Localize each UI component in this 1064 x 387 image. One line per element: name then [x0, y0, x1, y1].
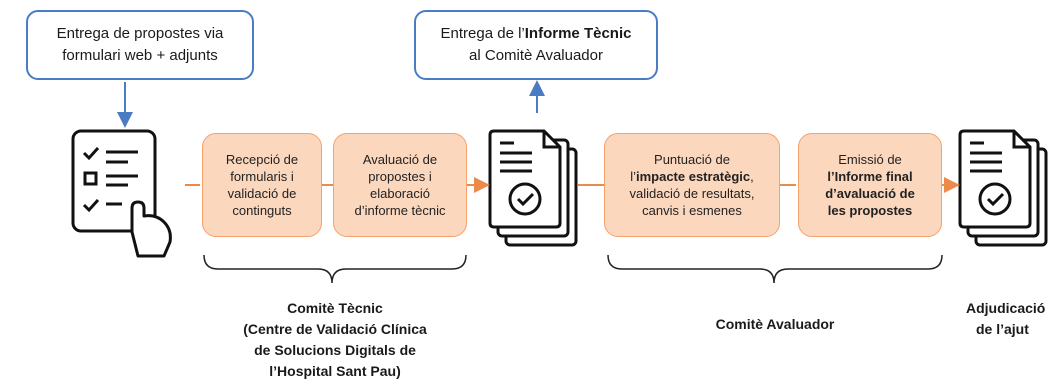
- step-line: Recepció de: [225, 152, 299, 167]
- checklist-hand-icon: [71, 129, 172, 258]
- step-line: propostes i: [368, 169, 432, 184]
- group-comite-tecnic: Comitè Tècnic (Centre de Validació Clíni…: [180, 298, 490, 382]
- group-line: de l’ajut: [976, 321, 1029, 337]
- step-line: Puntuació de: [654, 152, 730, 167]
- brace-avaluador: [607, 254, 943, 284]
- step-line: d’informe tècnic: [354, 203, 446, 218]
- step-evaluation-report: Avaluació de propostes i elaboració d’in…: [333, 133, 467, 237]
- callout-text: Entrega de l’: [440, 25, 525, 42]
- step-line: Emissió de: [838, 152, 902, 167]
- proposal-submission-callout: Entrega de propostes via formulari web +…: [26, 10, 254, 80]
- step-text: ,: [750, 169, 754, 184]
- callout-line: al Comitè Avaluador: [469, 47, 603, 64]
- callout-line: Entrega de propostes via: [56, 25, 224, 42]
- report-document-icon: [488, 129, 578, 247]
- step-bold-text: les propostes: [827, 203, 913, 218]
- group-line: (Centre de Validació Clínica: [243, 321, 427, 337]
- step-line: formularis i: [230, 169, 294, 184]
- step-bold-text: l’Informe final: [827, 169, 913, 184]
- step-reception-validation: Recepció de formularis i validació de co…: [202, 133, 322, 237]
- group-line: Comitè Tècnic: [287, 300, 383, 316]
- step-line: validació de resultats,: [629, 186, 755, 201]
- callout-line: formulari web + adjunts: [62, 47, 218, 64]
- step-line: elaboració: [369, 186, 430, 201]
- step-bold-text: d’avaluació de: [825, 186, 915, 201]
- step-text: l’: [630, 169, 636, 184]
- step-final-report: Emissió de l’Informe final d’avaluació d…: [798, 133, 942, 237]
- final-report-document-icon: [958, 129, 1048, 247]
- step-line: Avaluació de: [362, 152, 438, 167]
- step-line: validació de: [227, 186, 297, 201]
- step-line: continguts: [232, 203, 292, 218]
- step-bold-text: impacte estratègic: [635, 169, 751, 184]
- group-adjudicacio: Adjudicació de l’ajut: [960, 298, 1064, 340]
- group-line: Comitè Avaluador: [715, 316, 835, 332]
- group-line: Adjudicació: [966, 300, 1046, 316]
- group-line: de Solucions Digitals de: [254, 342, 416, 358]
- brace-tecnic: [203, 254, 467, 284]
- technical-report-callout: Entrega de l’Informe Tècnic al Comitè Av…: [414, 10, 658, 80]
- step-strategic-scoring: Puntuació de l’impacte estratègic, valid…: [604, 133, 780, 237]
- group-line: l’Hospital Sant Pau): [269, 363, 401, 379]
- group-comite-avaluador: Comitè Avaluador: [680, 314, 870, 335]
- step-line: canvis i esmenes: [642, 203, 742, 218]
- callout-bold-text: Informe Tècnic: [524, 25, 632, 42]
